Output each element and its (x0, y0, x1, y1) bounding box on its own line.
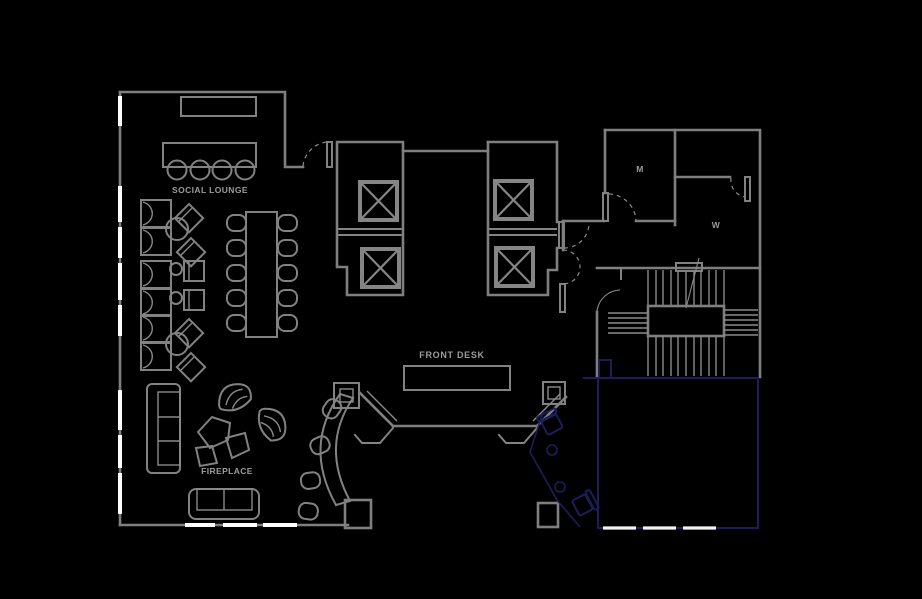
desk-pedestal (536, 501, 560, 529)
shell-lounge-chair (253, 406, 290, 444)
navy-cabinet (598, 359, 612, 379)
door-swing-arc (562, 249, 581, 285)
curved-bar-stool (299, 470, 323, 491)
communal-chair (277, 264, 298, 282)
lounge-seating-group (140, 314, 207, 383)
communal-chair (277, 239, 298, 257)
small-round-table (554, 481, 566, 493)
communal-chair (226, 314, 247, 332)
communal-chair (226, 239, 247, 257)
door-swing-arc (608, 193, 637, 221)
communal-chair (277, 314, 298, 332)
navy-void-outline (583, 359, 759, 530)
social-lounge-label: SOCIAL LOUNGE (172, 185, 248, 195)
bar-stool (189, 159, 211, 181)
lounge-seating-group (140, 199, 207, 268)
door-leaf (559, 283, 566, 313)
door-leaf (602, 192, 609, 222)
bar-stools (166, 159, 256, 181)
desk-column-core (547, 386, 561, 400)
bar-table (162, 142, 257, 168)
door-leaf (326, 141, 333, 168)
elevator-cab-icon (360, 247, 401, 289)
side-chair (175, 237, 207, 268)
small-table (169, 262, 183, 276)
communal-chair (226, 214, 247, 232)
corridor-door (559, 219, 581, 313)
communal-chair (277, 289, 298, 307)
side-chair (175, 352, 207, 383)
round-side-table (165, 217, 189, 241)
door-swing-arc (302, 141, 328, 167)
front-desk (403, 365, 511, 391)
stair-landing (646, 304, 726, 338)
armchair (140, 260, 172, 289)
bar-stool (166, 159, 188, 181)
stair-top-post (675, 262, 703, 272)
stair-treads-left (608, 312, 648, 334)
communal-chair (226, 264, 247, 282)
womens-room-label: W (712, 220, 721, 230)
communal-chair (277, 214, 298, 232)
stair-direction-line (685, 257, 700, 309)
social-lounge-area: SOCIAL LOUNGE (140, 96, 298, 383)
navy-partition-line (529, 411, 581, 528)
sofa-vertical (146, 383, 181, 474)
sofa-horizontal (188, 488, 260, 520)
side-chair (183, 289, 205, 311)
navy-desk-chairs (529, 406, 601, 528)
fireplace-area: FIREPLACE (146, 379, 290, 520)
communal-chair (226, 289, 247, 307)
elevator-cab-icon (494, 246, 535, 288)
communal-table (245, 211, 278, 338)
small-table (169, 291, 183, 305)
shell-lounge-chair (216, 379, 255, 416)
elevator-cab-icon (493, 179, 534, 221)
fireplace-label: FIREPLACE (201, 466, 253, 476)
bar-pedestal (343, 498, 373, 530)
desk-column (542, 381, 566, 405)
curved-bar-stool (296, 501, 320, 522)
stair-treads-right (724, 309, 758, 336)
restrooms: M W (561, 128, 762, 379)
small-round-table (546, 444, 558, 456)
stair-treads-upper (647, 270, 725, 306)
curved-bar (296, 392, 373, 530)
round-side-table (165, 332, 189, 356)
stair-treads-lower (647, 336, 725, 376)
door-swing-arc (730, 177, 746, 198)
bar-stool (211, 159, 233, 181)
door-swing-arc (563, 223, 590, 249)
bar-stool (234, 159, 256, 181)
armchair (140, 288, 172, 317)
elevator-bank-left (335, 140, 405, 297)
door-leaf (744, 176, 751, 202)
desk-column (333, 382, 360, 409)
lounge-room-walls (118, 90, 350, 527)
armchair (140, 314, 172, 343)
elevator-bank-right (486, 140, 590, 297)
elevator-cab-icon (358, 180, 399, 222)
front-desk-label: FRONT DESK (419, 350, 485, 360)
media-console (180, 96, 257, 117)
stair-door-arc (596, 289, 621, 312)
rock-coffee-tables (194, 415, 251, 468)
mens-room-label: M (636, 164, 643, 174)
lounge-seating-group (140, 260, 205, 317)
desk-column-core (339, 388, 354, 403)
task-chair (569, 488, 601, 519)
communal-table-group (226, 211, 298, 338)
armchair (140, 199, 172, 228)
stairs (595, 257, 762, 379)
